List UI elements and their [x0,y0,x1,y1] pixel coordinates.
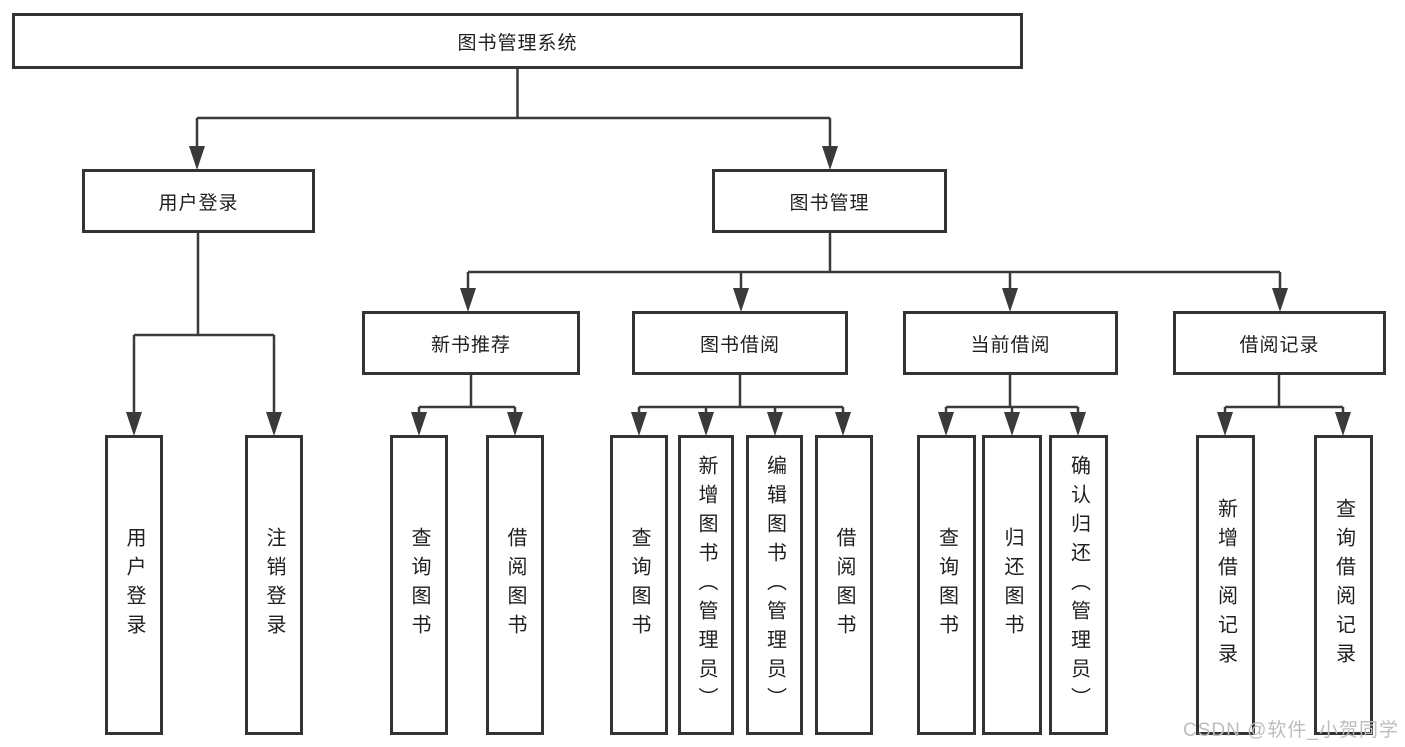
leaf-edit-books-admin: 编辑图书（管理员） [746,435,803,735]
leaf-label: 用户登录 [123,527,145,643]
leaf-borrow-books-recommend: 借阅图书 [486,435,544,735]
leaf-label: 查询图书 [628,527,650,643]
leaf-add-borrow-record: 新增借阅记录 [1196,435,1255,735]
arrowheads [126,146,1351,436]
node-borrowing-records: 借阅记录 [1173,311,1386,375]
leaf-label: 新增图书（管理员） [695,454,717,716]
leaf-query-books-borrowing: 查询图书 [610,435,668,735]
node-label: 图书管理 [789,192,870,214]
leaf-label: 查询借阅记录 [1332,498,1355,672]
leaf-label: 确认归还（管理员） [1067,454,1090,716]
leaf-label: 新增借阅记录 [1214,498,1237,672]
leaf-return-books: 归还图书 [982,435,1042,735]
node-label: 借阅记录 [1239,334,1320,356]
leaf-label: 注销登录 [263,527,285,643]
leaf-borrow-books: 借阅图书 [815,435,873,735]
node-label: 新书推荐 [430,334,511,356]
leaf-add-books-admin: 新增图书（管理员） [678,435,734,735]
node-current-borrowing: 当前借阅 [903,311,1118,375]
node-book-management: 图书管理 [712,169,947,233]
leaf-label: 借阅图书 [833,527,855,643]
node-book-borrowing: 图书借阅 [632,311,848,375]
node-user-login: 用户登录 [82,169,315,233]
leaf-query-books-recommend: 查询图书 [390,435,448,735]
leaf-label: 查询图书 [408,527,430,643]
node-library-management-system: 图书管理系统 [12,13,1023,69]
leaf-label: 编辑图书（管理员） [763,454,786,716]
csdn-watermark: CSDN @软件_小贺同学 [1183,720,1399,741]
node-new-book-recommendation: 新书推荐 [362,311,580,375]
leaf-label: 归还图书 [1001,527,1023,643]
node-label: 图书管理系统 [457,32,578,54]
leaf-confirm-return-admin: 确认归还（管理员） [1049,435,1108,735]
leaf-query-books-current: 查询图书 [917,435,976,735]
leaf-label: 查询图书 [935,527,958,643]
leaf-label: 借阅图书 [504,527,526,643]
leaf-query-borrow-record: 查询借阅记录 [1314,435,1373,735]
node-label: 当前借阅 [970,334,1051,356]
node-label: 图书借阅 [699,334,780,356]
node-label: 用户登录 [158,192,239,214]
leaf-logout: 注销登录 [245,435,303,735]
leaf-user-login: 用户登录 [105,435,163,735]
